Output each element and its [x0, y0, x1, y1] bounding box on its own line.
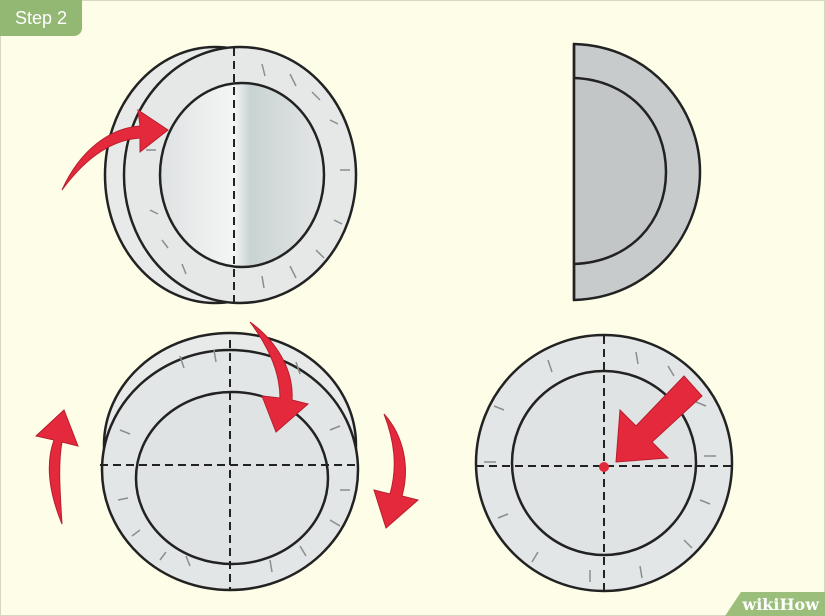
step-badge: Step 2	[0, 0, 82, 36]
rotate-arrow-top	[249, 321, 310, 433]
folded-half-plate	[572, 42, 702, 302]
fold-plate	[61, 45, 358, 305]
center-point-dot	[599, 462, 609, 472]
brand-how-text: How	[779, 595, 819, 614]
rotate-arrow-left	[34, 409, 79, 525]
rotate-arrow-right	[373, 413, 420, 529]
rotate-and-fold-plate	[34, 321, 420, 592]
center-pointer-arrow	[615, 375, 703, 463]
wikihow-logo: wikiHow	[742, 595, 819, 614]
fold-arrow	[61, 108, 169, 191]
brand-badge	[725, 592, 825, 616]
center-point-plate	[474, 333, 734, 593]
brand-wiki-text: wiki	[742, 595, 780, 614]
